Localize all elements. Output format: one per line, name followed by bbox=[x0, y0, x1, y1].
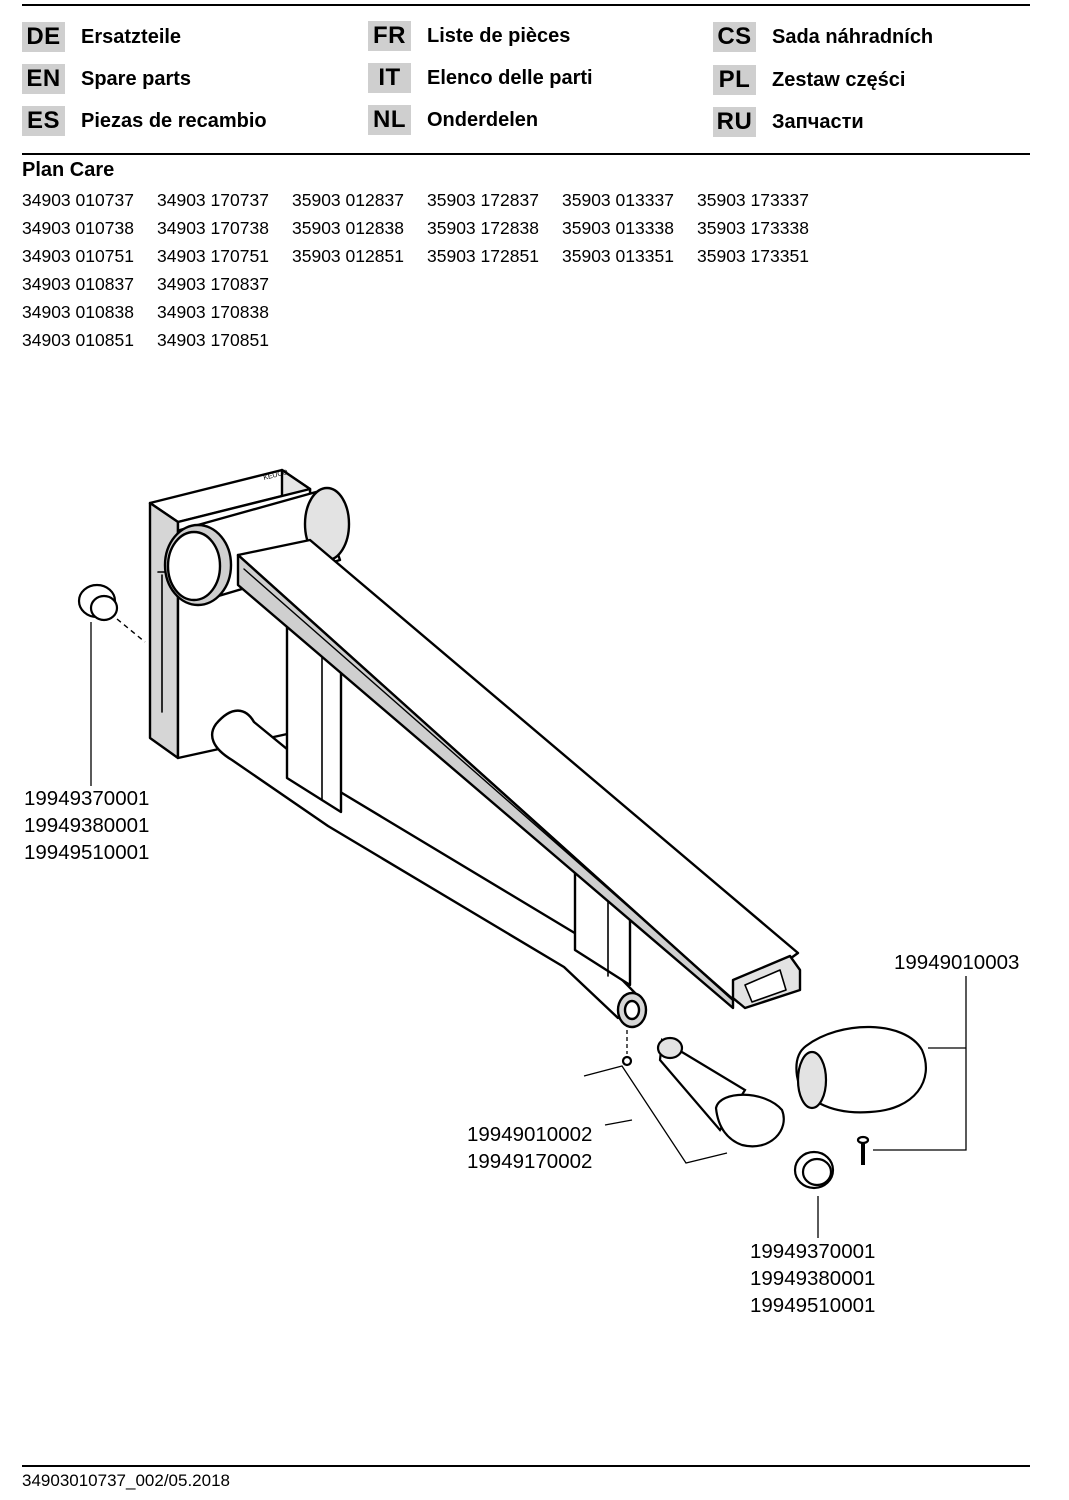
lang-label: Ersatzteile bbox=[81, 25, 182, 48]
header-rule bbox=[22, 153, 1030, 155]
article-code: 35903 172837 bbox=[427, 190, 539, 210]
code-row: 34903 010751 34903 170751 35903 012851 3590… bbox=[22, 244, 832, 272]
lang-label: Sada náhradních bbox=[772, 25, 934, 48]
lang-code: CS bbox=[713, 22, 756, 52]
part-number: 19949010003 bbox=[894, 951, 1020, 974]
part-number: 19949370001 bbox=[24, 787, 150, 810]
lang-en: EN Spare parts bbox=[22, 64, 191, 94]
lang-de: DE Ersatzteile bbox=[22, 22, 181, 52]
lang-code: RU bbox=[713, 107, 756, 137]
lang-nl: NL Onderdelen bbox=[368, 105, 538, 135]
article-code: 34903 010751 bbox=[22, 246, 134, 266]
part-number: 19949380001 bbox=[750, 1267, 876, 1290]
article-code: 35903 173351 bbox=[697, 246, 809, 266]
article-code: 34903 170751 bbox=[157, 246, 269, 266]
lang-code: EN bbox=[22, 64, 65, 94]
code-row: 34903 010851 34903 170851 bbox=[22, 328, 832, 356]
lang-cs: CS Sada náhradních bbox=[713, 22, 933, 52]
code-row: 34903 010738 34903 170738 35903 012838 3590… bbox=[22, 216, 832, 244]
lang-code: ES bbox=[22, 106, 65, 136]
article-code: 35903 012838 bbox=[292, 218, 404, 238]
part-number: 19949510001 bbox=[750, 1294, 876, 1317]
article-code: 35903 013351 bbox=[562, 246, 674, 266]
article-code: 34903 170851 bbox=[157, 330, 269, 350]
code-row: 34903 010737 34903 170737 35903 012837 3590… bbox=[22, 188, 832, 216]
part-number: 19949170002 bbox=[467, 1150, 593, 1173]
article-code: 35903 013338 bbox=[562, 218, 674, 238]
article-code: 35903 173338 bbox=[697, 218, 809, 238]
lang-label: Spare parts bbox=[81, 67, 192, 90]
lang-label: Elenco delle parti bbox=[427, 66, 593, 89]
lang-label: Piezas de recambio bbox=[81, 109, 267, 132]
article-code: 35903 172838 bbox=[427, 218, 539, 238]
article-code: 34903 010851 bbox=[22, 330, 134, 350]
lang-label: Onderdelen bbox=[427, 108, 539, 131]
lang-label: Запчасти bbox=[772, 110, 864, 133]
lang-pl: PL Zestaw części bbox=[713, 65, 905, 95]
article-code: 34903 010837 bbox=[22, 274, 134, 294]
pin-part bbox=[621, 1030, 785, 1148]
top-rule bbox=[22, 4, 1030, 6]
article-code: 35903 173337 bbox=[697, 190, 809, 210]
footer-rule bbox=[22, 1465, 1030, 1467]
part-numbers-end-grip: 19949010003 bbox=[894, 949, 1019, 976]
main-arm bbox=[236, 538, 802, 1010]
lang-label: Zestaw części bbox=[772, 68, 906, 91]
lang-fr: FR Liste de pièces bbox=[368, 21, 570, 51]
code-row: 34903 010838 34903 170838 bbox=[22, 300, 832, 328]
code-row: 34903 010837 34903 170837 bbox=[22, 272, 832, 300]
part-numbers-cap-left: 19949370001 19949380001 19949510001 bbox=[24, 785, 149, 866]
article-code: 34903 170837 bbox=[157, 274, 269, 294]
hinge-body bbox=[163, 486, 351, 607]
article-code: 34903 170838 bbox=[157, 302, 269, 322]
article-code: 34903 010738 bbox=[22, 218, 134, 238]
part-number: 19949380001 bbox=[24, 814, 150, 837]
leader-lines bbox=[90, 622, 967, 1238]
article-code: 34903 170738 bbox=[157, 218, 269, 238]
part-number: 19949370001 bbox=[750, 1240, 876, 1263]
lang-code: FR bbox=[368, 21, 411, 51]
document-id: 34903010737_002/05.2018 bbox=[22, 1471, 230, 1490]
part-numbers-cap-right: 19949370001 19949380001 19949510001 bbox=[750, 1238, 875, 1319]
article-code-table: 34903 010737 34903 170737 35903 012837 3590… bbox=[22, 188, 832, 356]
end-grip-part bbox=[795, 1025, 927, 1165]
article-code: 35903 013337 bbox=[562, 190, 674, 210]
lang-code: NL bbox=[368, 105, 411, 135]
lang-it: IT Elenco delle parti bbox=[368, 63, 593, 93]
lang-code: DE bbox=[22, 22, 65, 52]
part-number: 19949010002 bbox=[467, 1123, 593, 1146]
product-title: Plan Care bbox=[22, 159, 115, 181]
lang-code: IT bbox=[368, 63, 411, 93]
lang-label: Liste de pièces bbox=[427, 24, 571, 47]
article-code: 35903 172851 bbox=[427, 246, 539, 266]
lang-ru: RU Запчасти bbox=[713, 107, 864, 137]
cap-right-part bbox=[793, 1150, 835, 1190]
part-number: 19949510001 bbox=[24, 841, 150, 864]
article-code: 34903 010838 bbox=[22, 302, 134, 322]
article-code: 35903 012837 bbox=[292, 190, 404, 210]
article-code: 35903 012851 bbox=[292, 246, 404, 266]
lang-code: PL bbox=[713, 65, 756, 95]
article-code: 34903 170737 bbox=[157, 190, 269, 210]
part-numbers-pin-set: 19949010002 19949170002 bbox=[467, 1121, 592, 1175]
lang-es: ES Piezas de recambio bbox=[22, 106, 267, 136]
article-code: 34903 010737 bbox=[22, 190, 134, 210]
cap-left-part bbox=[77, 583, 146, 643]
